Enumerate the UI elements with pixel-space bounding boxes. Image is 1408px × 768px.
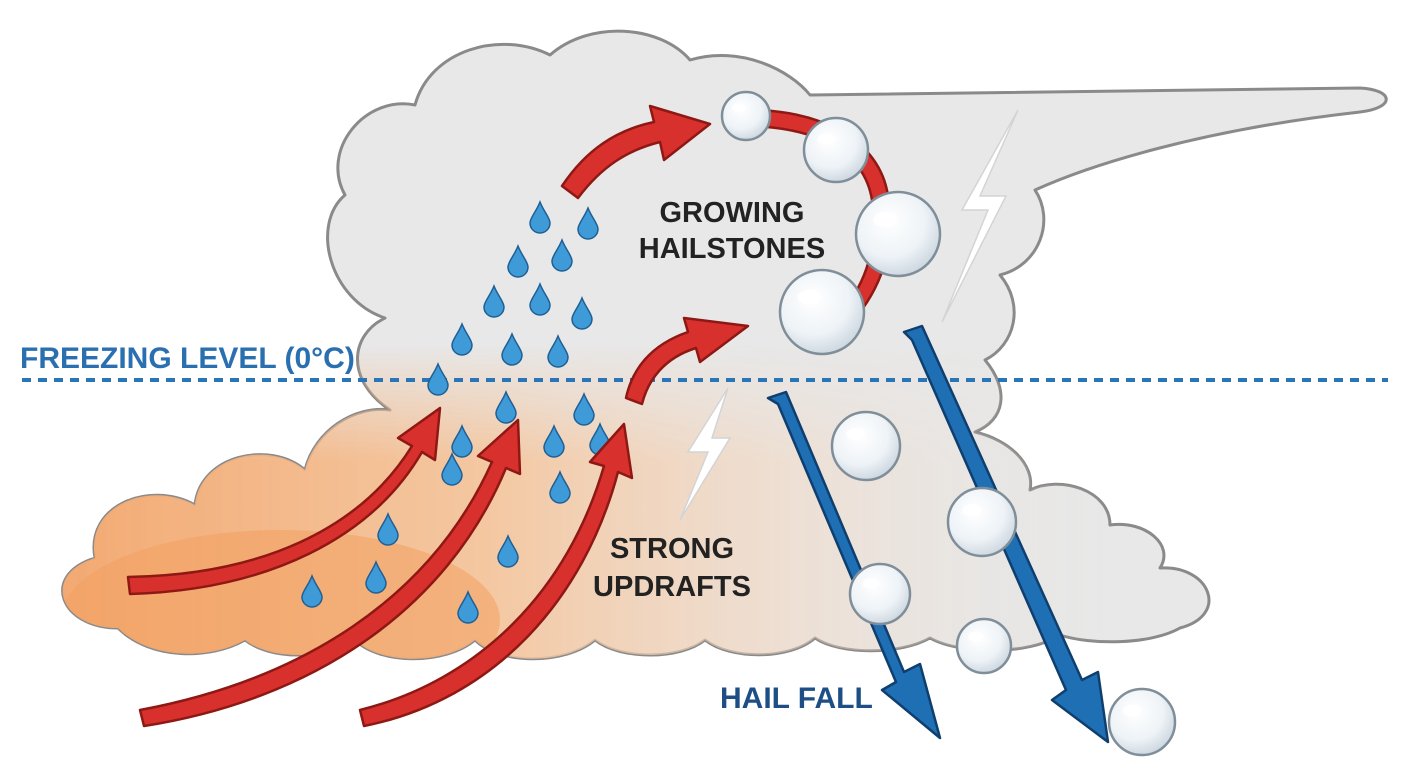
raindrop-icon <box>549 469 571 504</box>
raindrop-icon <box>451 321 473 356</box>
raindrop-icon <box>427 361 449 396</box>
raindrop-icon <box>365 559 387 594</box>
raindrop-icon <box>573 391 595 426</box>
updraft-arrow <box>126 406 442 596</box>
growing-hailstones-label-line1: GROWING <box>660 197 805 229</box>
hailstone-icon <box>946 486 1018 558</box>
raindrop-icon <box>497 533 519 568</box>
raindrop-icon <box>529 199 551 234</box>
hailstone-icon <box>778 268 866 356</box>
raindrop-icon <box>483 283 505 318</box>
hailstone-highlight <box>862 578 880 589</box>
hailstone-icon <box>854 190 942 278</box>
strong-updrafts-label-line2: UPDRAFTS <box>593 571 751 603</box>
raindrop-icon <box>377 511 399 546</box>
updraft-arrow <box>560 104 712 200</box>
hailstone-highlight <box>846 427 866 441</box>
freezing-level: FREEZING LEVEL (0°C) <box>20 342 1388 382</box>
hailstone-highlight <box>873 211 898 227</box>
downdraft-arrow <box>766 390 942 740</box>
strong-updrafts-label-line1: STRONG <box>610 533 734 565</box>
raindrop-icon <box>501 331 523 366</box>
raindrop-icon <box>577 205 599 240</box>
hailstone-icon <box>955 617 1013 675</box>
hailstone-icon <box>1107 687 1177 757</box>
raindrop-icon <box>543 423 565 458</box>
updraft-arrow <box>138 418 522 728</box>
raindrop-icon <box>571 295 593 330</box>
updraft-arrow <box>358 422 634 728</box>
growing-hailstones-label-line2: HAILSTONES <box>639 233 825 265</box>
hailstone-highlight <box>1122 704 1142 717</box>
hailstone-highlight <box>797 289 822 305</box>
hailstone-icon <box>720 90 772 142</box>
lightning-icon <box>941 109 1019 323</box>
lightning-icon <box>679 387 732 521</box>
hailstone-highlight <box>817 133 836 145</box>
hailstone-icon <box>848 562 912 626</box>
raindrop-icon <box>441 451 463 486</box>
raindrop-icon <box>301 573 323 608</box>
hailstone-highlight <box>732 103 746 112</box>
hailstone-highlight <box>962 503 982 517</box>
hail-fall-label: HAIL FALL <box>720 682 873 715</box>
updraft-arrow <box>624 316 750 406</box>
hailstones <box>720 90 1177 757</box>
freezing-level-label: FREEZING LEVEL (0°C) <box>20 342 355 375</box>
raindrop-icon <box>551 237 573 272</box>
hailstone-highlight <box>968 631 984 642</box>
raindrop-icon <box>507 243 529 278</box>
raindrop-icon <box>547 333 569 368</box>
raindrop-icon <box>529 281 551 316</box>
raindrop-icon <box>457 589 479 624</box>
hailstone-icon <box>830 410 902 482</box>
updraft-arrows <box>126 104 892 728</box>
raindrop-icon <box>495 389 517 424</box>
raindrops <box>301 199 611 624</box>
raindrop-icon <box>451 423 473 458</box>
hailstone-icon <box>802 116 870 184</box>
